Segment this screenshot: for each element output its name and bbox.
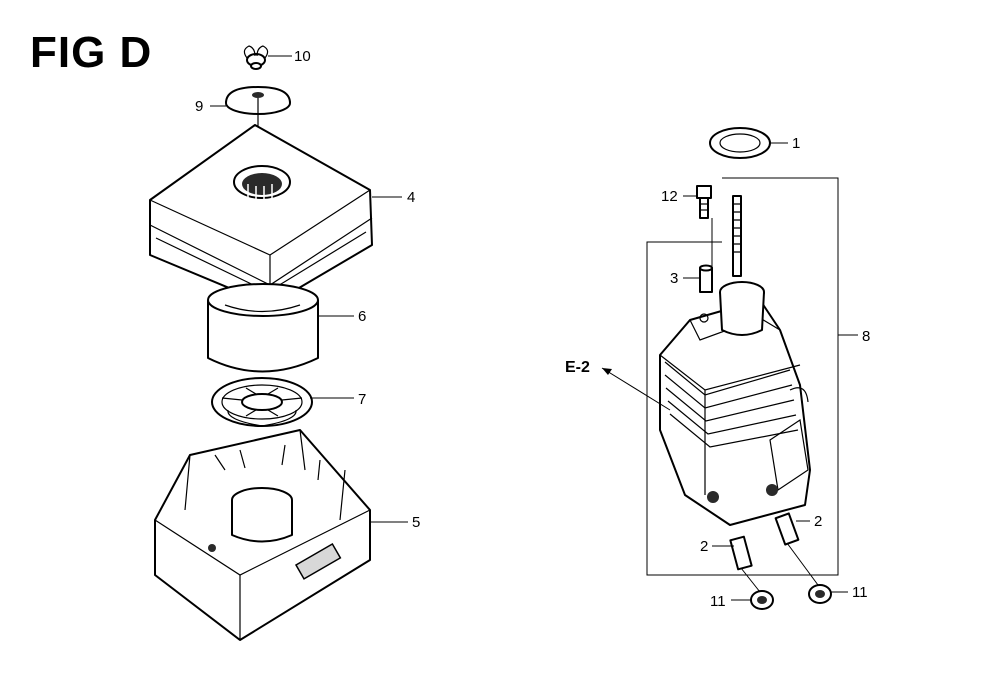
stud-part xyxy=(732,195,742,277)
callout-2-left: 2 xyxy=(700,538,708,555)
callout-2-right: 2 xyxy=(814,513,822,530)
bolt-part xyxy=(696,185,712,219)
callout-4: 4 xyxy=(407,189,415,206)
collar-part xyxy=(699,264,713,293)
muffler-part xyxy=(659,281,811,526)
air-cleaner-case-part xyxy=(154,429,371,641)
callout-10: 10 xyxy=(294,48,311,65)
assembly-bracket xyxy=(646,177,839,576)
stud-bolt-parts xyxy=(729,512,800,571)
callout-8: 8 xyxy=(862,328,870,345)
filter-grid-part xyxy=(211,377,313,427)
gasket-ring-part xyxy=(709,127,771,159)
right-leader-lines xyxy=(683,142,858,601)
left-leader-lines xyxy=(210,55,408,523)
callout-9: 9 xyxy=(195,98,203,115)
callout-7: 7 xyxy=(358,391,366,408)
callout-6: 6 xyxy=(358,308,366,325)
reference-label: E-2 xyxy=(565,359,590,376)
callout-1: 1 xyxy=(792,135,800,152)
callout-5: 5 xyxy=(412,514,420,531)
figure-title: FIG D xyxy=(30,28,153,77)
callout-12: 12 xyxy=(661,188,678,205)
reference-arrow xyxy=(601,367,671,411)
callout-11-left: 11 xyxy=(710,593,726,610)
nut-parts xyxy=(750,584,832,610)
air-cleaner-cover-part xyxy=(149,124,373,306)
callout-11-right: 11 xyxy=(852,584,868,601)
callout-3: 3 xyxy=(670,270,678,287)
wing-nut-part xyxy=(243,45,269,70)
filter-element-part xyxy=(207,283,319,373)
